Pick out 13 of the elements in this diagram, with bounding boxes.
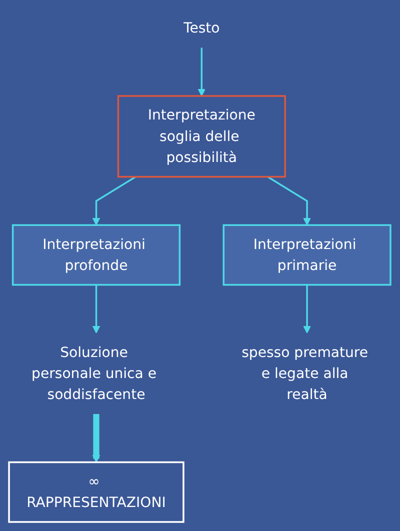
- arrow: [92, 414, 100, 463]
- arrow: [303, 284, 312, 334]
- node-text: Soluzione personale unica e soddisfacente: [32, 344, 157, 403]
- arrow: [267, 176, 312, 226]
- node-box: ∞ RAPPRESENTAZIONI: [8, 461, 185, 523]
- node-box: Interpretazioni profonde: [12, 224, 181, 286]
- node-box: Interpretazione soglia delle possibilità: [118, 95, 286, 178]
- arrow: [92, 284, 100, 334]
- node-box: Interpretazioni primarie: [222, 224, 392, 286]
- arrow: [198, 48, 206, 96]
- arrow: [92, 176, 136, 226]
- node-text: Testo: [184, 20, 220, 36]
- node-text: spesso premature e legate alla realtà: [242, 344, 368, 403]
